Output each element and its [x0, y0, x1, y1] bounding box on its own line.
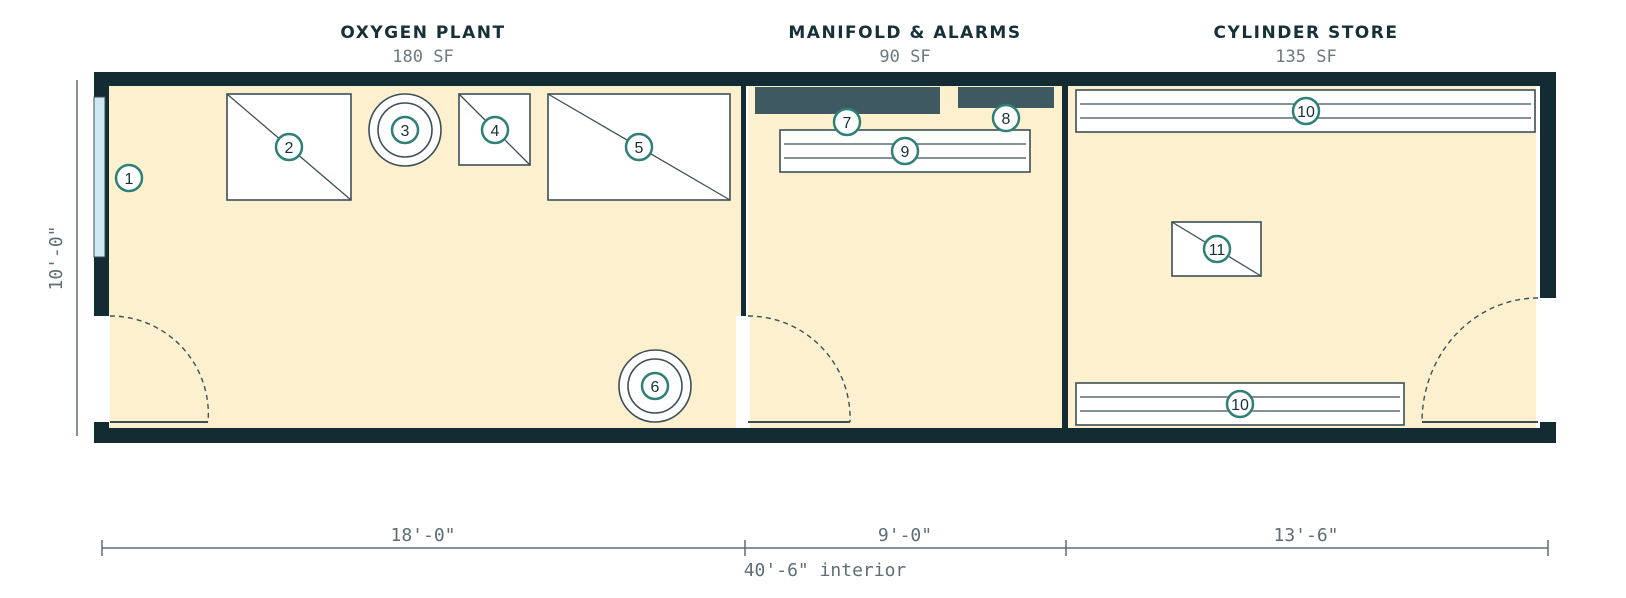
svg-text:1: 1 — [125, 171, 134, 188]
room-area-manifold-alarms: 90 SF — [879, 47, 930, 67]
tag-6: 6 — [640, 371, 670, 401]
tag-7: 7 — [832, 107, 862, 137]
window — [93, 96, 106, 258]
room-area-oxygen-plant: 180 SF — [392, 47, 453, 67]
door-opening-right — [1536, 298, 1556, 422]
door-opening-left — [94, 316, 110, 422]
svg-text:4: 4 — [491, 123, 500, 140]
tag-8: 8 — [991, 103, 1021, 133]
height-dimension-label: 10'-0" — [46, 225, 67, 290]
dimension-segment-manifold: 9'-0" — [878, 525, 932, 546]
equipment-8-panel — [958, 87, 1054, 108]
tag-2: 2 — [274, 132, 304, 162]
door-opening-center — [736, 316, 750, 428]
room-area-cylinder-store: 135 SF — [1275, 47, 1336, 67]
svg-text:8: 8 — [1002, 111, 1011, 128]
room-title-cylinder-store: CYLINDER STORE — [1214, 23, 1399, 43]
room-title-oxygen-plant: OXYGEN PLANT — [340, 23, 505, 43]
tag-10-bottom: 10 — [1225, 389, 1255, 419]
tag-5: 5 — [624, 132, 654, 162]
dimension-segment-oxygen-plant: 18'-0" — [390, 525, 455, 546]
svg-text:10: 10 — [1297, 104, 1315, 121]
dimension-segment-cylinder-store: 13'-6" — [1273, 525, 1338, 546]
door-right — [1421, 297, 1539, 423]
svg-text:6: 6 — [651, 379, 660, 396]
width-dimension-line — [101, 540, 1549, 556]
svg-text:11: 11 — [1209, 242, 1226, 259]
svg-text:9: 9 — [901, 144, 910, 161]
tag-4: 4 — [480, 115, 510, 145]
tag-1: 1 — [114, 163, 144, 193]
svg-text:2: 2 — [285, 140, 294, 157]
tag-10-top: 10 — [1291, 96, 1321, 126]
svg-text:10: 10 — [1231, 397, 1249, 414]
tag-3: 3 — [390, 115, 420, 145]
tag-11: 11 — [1202, 234, 1232, 264]
svg-text:7: 7 — [843, 115, 852, 132]
room-title-manifold-alarms: MANIFOLD & ALARMS — [788, 23, 1021, 43]
dimension-total: 40'-6" interior — [744, 560, 907, 581]
floor-cylinder-store — [1066, 86, 1536, 429]
tag-9: 9 — [890, 136, 920, 166]
svg-text:3: 3 — [401, 123, 410, 140]
svg-text:5: 5 — [635, 140, 644, 157]
door-center — [747, 315, 851, 423]
door-left — [109, 315, 210, 423]
